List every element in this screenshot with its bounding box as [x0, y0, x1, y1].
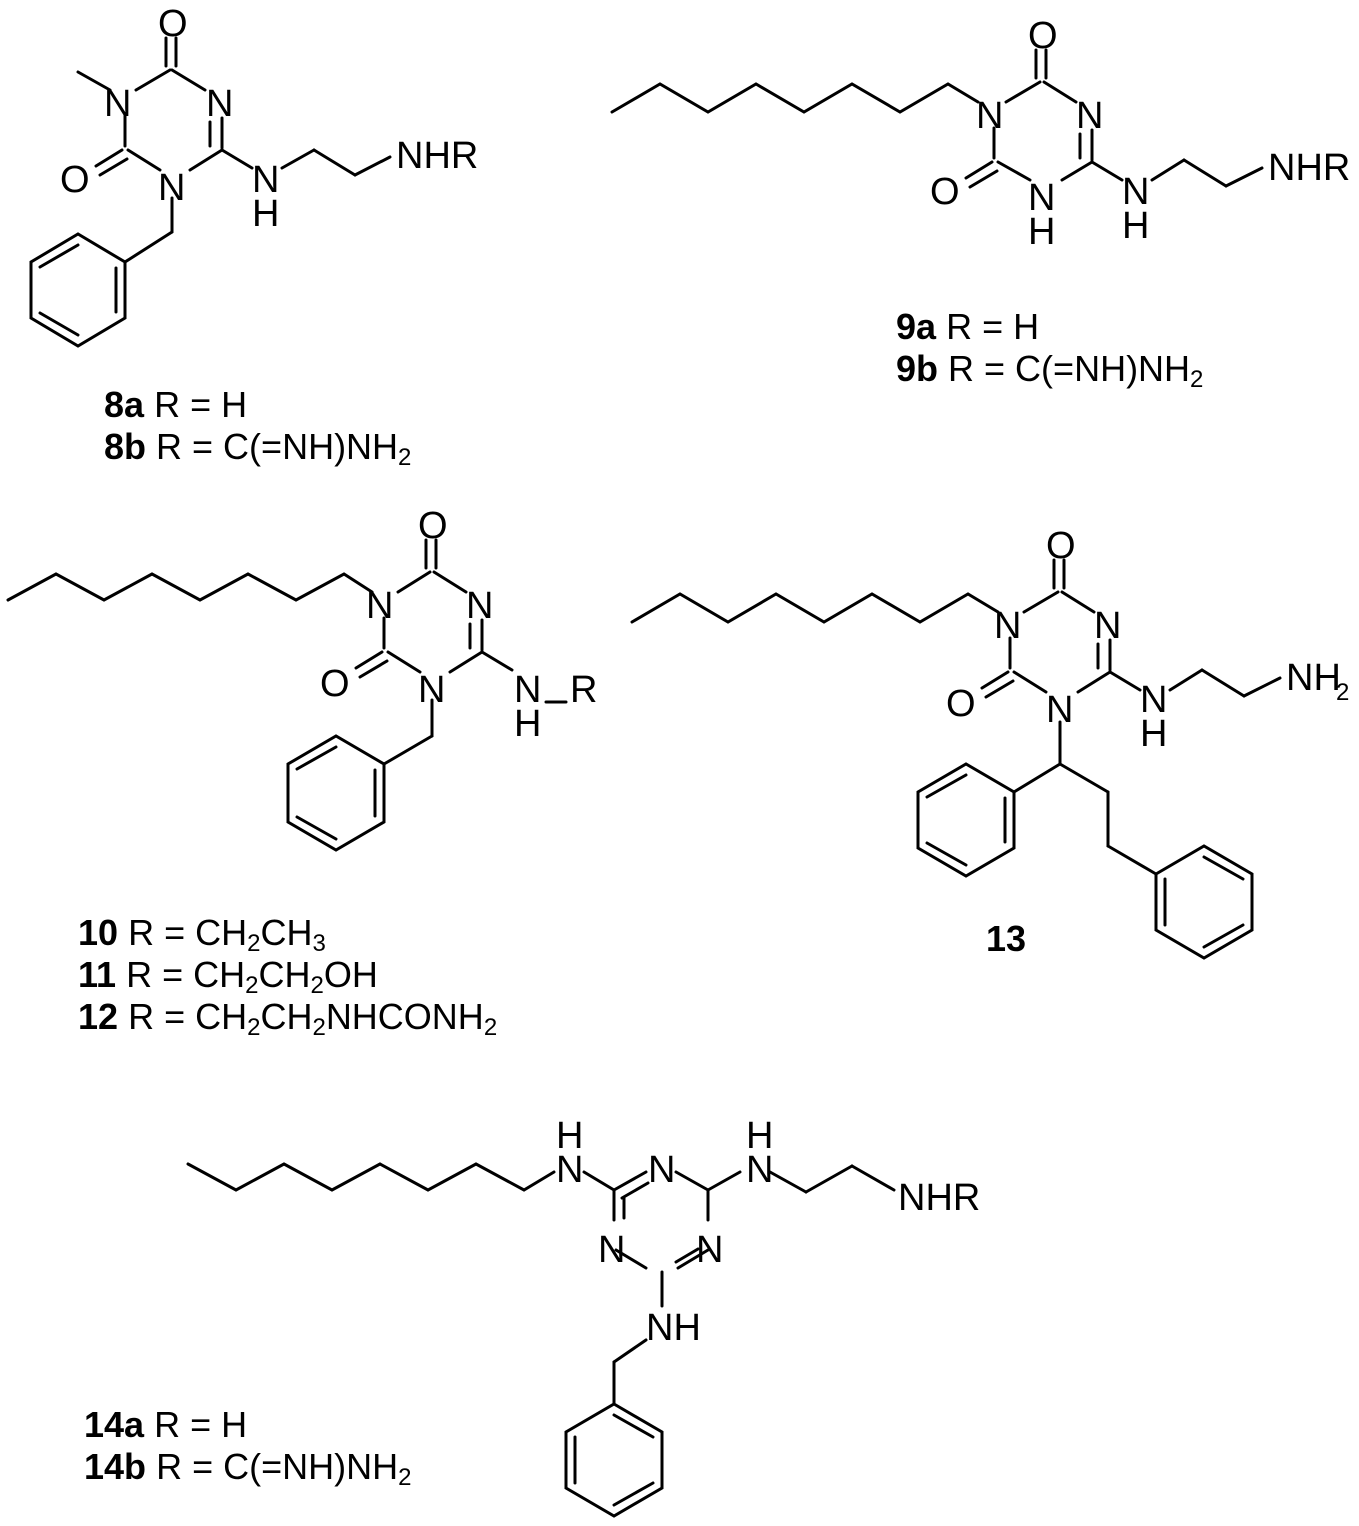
atom-n: N	[1076, 95, 1103, 137]
atom-n: N	[252, 159, 279, 201]
atom-o: O	[60, 159, 90, 201]
atom-n: N	[514, 669, 541, 711]
atom-n: N	[104, 83, 131, 125]
structure-14: H N N H N N N NH NHR	[186, 1115, 980, 1518]
atom-o: O	[930, 171, 960, 213]
atom-subscript: 2	[1336, 679, 1349, 706]
atom-n: N	[1140, 679, 1167, 721]
structure-8: O N N N O N H NHR	[29, 3, 478, 348]
atom-n: N	[696, 1229, 723, 1271]
atom-n: N	[1046, 689, 1073, 731]
label-14a: 14a R = H	[84, 1404, 248, 1445]
atom-h: H	[746, 1115, 773, 1157]
atom-nh2: NH	[1286, 657, 1341, 699]
label-8b: 8b R = C(=NH)NH2	[104, 426, 412, 471]
atom-n: N	[466, 585, 493, 627]
atom-nhr: NHR	[898, 1177, 980, 1219]
atom-o: O	[320, 663, 350, 705]
atom-h: H	[252, 193, 279, 235]
atom-o: O	[418, 505, 448, 547]
atom-n: N	[366, 585, 393, 627]
label-12: 12 R = CH2CH2NHCONH2	[78, 996, 498, 1041]
structure-9: O N N N H O N H NHR	[610, 15, 1350, 253]
atom-n: N	[206, 83, 233, 125]
atom-h: H	[1122, 205, 1149, 247]
atom-nhr: NHR	[396, 135, 478, 177]
atom-n: N	[158, 167, 185, 209]
atom-o: O	[1046, 525, 1076, 567]
atom-n: N	[598, 1229, 625, 1271]
atom-o: O	[946, 683, 976, 725]
atom-n: N	[746, 1149, 773, 1191]
atom-n: N	[1094, 605, 1121, 647]
label-8a: 8a R = H	[104, 384, 248, 425]
label-11: 11 R = CH2CH2OH	[78, 954, 378, 999]
label-9a: 9a R = H	[896, 306, 1040, 347]
label-14b: 14b R = C(=NH)NH2	[84, 1446, 412, 1491]
atom-o: O	[1028, 15, 1058, 57]
atom-n: N	[556, 1149, 583, 1191]
atom-n: N	[976, 95, 1003, 137]
structure-13: O N N N O N H NH 2	[630, 525, 1349, 960]
atom-h: H	[1028, 211, 1055, 253]
atom-h: H	[1140, 713, 1167, 755]
label-9b: 9b R = C(=NH)NH2	[896, 348, 1204, 393]
atom-n: N	[1028, 177, 1055, 219]
structure-10-12: O N N N O N H R	[6, 505, 597, 852]
atom-n: N	[994, 605, 1021, 647]
label-10: 10 R = CH2CH3	[78, 912, 326, 957]
atom-nhr: NHR	[1268, 147, 1350, 189]
atom-h: H	[514, 703, 541, 745]
atom-n: N	[418, 669, 445, 711]
atom-h: H	[556, 1115, 583, 1157]
label-13: 13	[986, 918, 1027, 959]
atom-nh: NH	[646, 1307, 701, 1349]
atom-n: N	[1122, 171, 1149, 213]
atom-n: N	[648, 1149, 675, 1191]
atom-o: O	[158, 3, 188, 45]
atom-r: R	[570, 669, 597, 711]
